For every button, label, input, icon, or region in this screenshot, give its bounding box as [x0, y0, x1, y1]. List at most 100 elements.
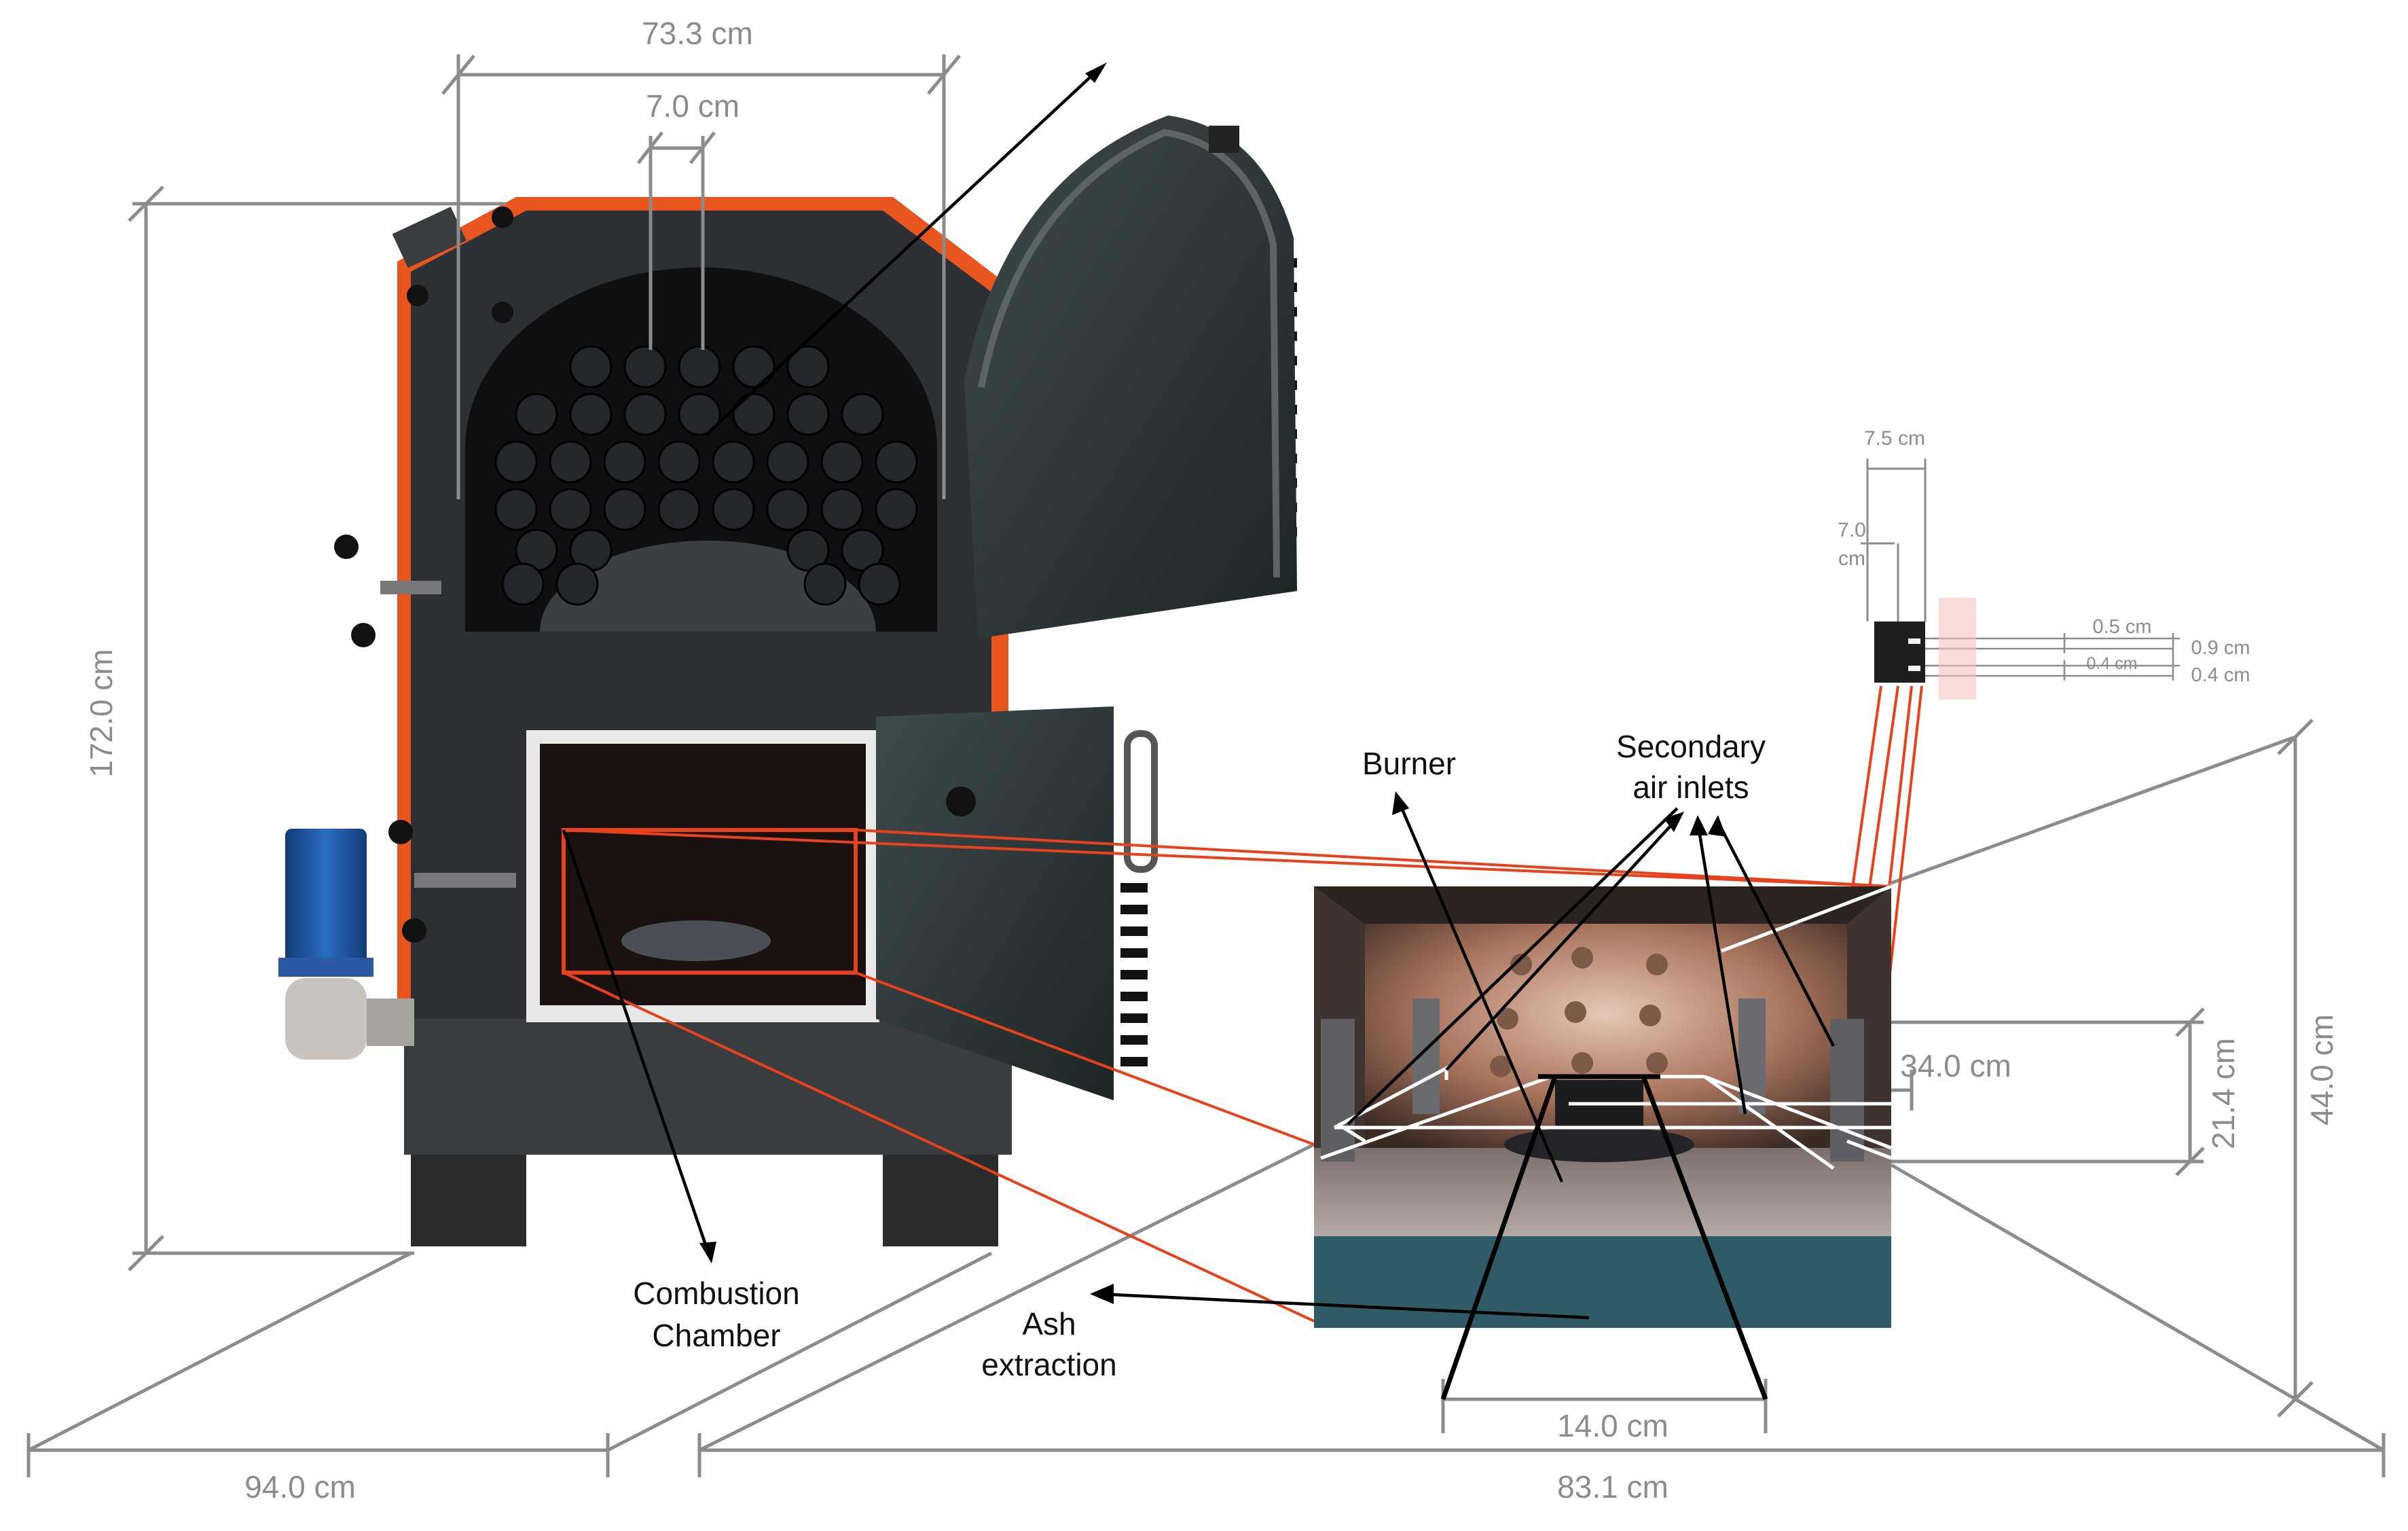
vent-flap: [392, 206, 467, 268]
fire-tube: [657, 488, 701, 531]
fire-tube: [549, 488, 592, 531]
dim-chamber-inner-height: 21.4 cm: [2206, 1038, 2241, 1149]
fire-tube: [766, 488, 809, 531]
fire-tube: [841, 393, 884, 436]
inset-bolts: [1490, 947, 1668, 1077]
dim-burner-width: 14.0 cm: [1557, 1408, 1668, 1443]
chamber-bolt: [1510, 954, 1532, 975]
valve-pipe: [367, 998, 414, 1046]
label-ash-1: Ash: [1022, 1306, 1076, 1341]
dimension-lines: [26, 54, 2386, 1477]
vent-slot: [1120, 1057, 1148, 1066]
fire-tube: [803, 562, 847, 606]
knob: [492, 206, 513, 228]
chamber-highlight: [562, 828, 858, 975]
dim-slot-b: 0.9 cm: [2191, 637, 2250, 659]
air-inlet-slot: [1908, 638, 1920, 644]
fire-tube: [875, 488, 918, 531]
valve-body: [285, 978, 367, 1060]
vent-slot: [1120, 883, 1148, 893]
knob: [402, 918, 426, 943]
burner-grate: [621, 920, 771, 961]
fire-tube: [501, 562, 545, 606]
chamber-bolt: [1497, 1008, 1518, 1030]
vent-slot: [1120, 948, 1148, 958]
boiler-leg-right: [883, 1148, 998, 1246]
inset-burner-plate: [1504, 1127, 1694, 1162]
fire-tube: [657, 440, 701, 484]
dimension-texts: 73.3 cm 7.0 cm 172.0 cm 94.0 cm 83.1 cm …: [84, 16, 2339, 1505]
label-secondary-air-2: air inlets: [1632, 770, 1749, 805]
knob: [388, 820, 413, 844]
fan-motor: [285, 829, 367, 965]
vent-slot: [1120, 992, 1148, 1001]
vent-slot: [1120, 1013, 1148, 1023]
fire-tube: [678, 393, 721, 436]
fire-tube: [678, 345, 721, 389]
air-inlet-tube: [1321, 1019, 1355, 1161]
air-inlet-tube: [1412, 998, 1440, 1114]
fire-tube: [786, 528, 830, 572]
door-handle: [414, 873, 516, 888]
fire-tube: [820, 440, 864, 484]
door-handle-bar: [1124, 730, 1158, 873]
label-ash-2: extraction: [981, 1347, 1116, 1382]
fire-tube: [555, 562, 599, 606]
dim-depth: 94.0 cm: [244, 1469, 356, 1505]
fire-tube: [623, 345, 667, 389]
motor-base: [278, 958, 373, 977]
knob: [407, 285, 428, 306]
upper-door: [964, 115, 1297, 638]
vent-slot: [1120, 926, 1148, 936]
fire-tube: [515, 393, 558, 436]
dim-chamber-width: 34.0 cm: [1900, 1048, 2011, 1083]
fire-tube: [603, 440, 646, 484]
fire-tube: [841, 528, 884, 572]
fire-tube: [766, 440, 809, 484]
fire-tube: [712, 440, 755, 484]
chamber-bolt: [1565, 1001, 1586, 1023]
dim-chamber-height: 44.0 cm: [2304, 1014, 2339, 1125]
annotation-arrows: [562, 62, 1836, 1401]
fire-tube: [786, 345, 830, 389]
chamber-bolt: [1646, 1052, 1668, 1074]
boiler-leg-left: [411, 1148, 526, 1246]
upper-door-seal: [978, 128, 1280, 578]
fire-tube: [549, 440, 592, 484]
air-inlet-detail: [1874, 622, 1925, 683]
fire-tube: [623, 393, 667, 436]
dim-slot-d: 0.4 cm: [2191, 664, 2250, 686]
chamber-bolt: [1490, 1056, 1512, 1077]
fire-tube: [820, 488, 864, 531]
fire-tube: [494, 488, 538, 531]
chamber-bolt: [1571, 1052, 1593, 1074]
vent-slot: [1120, 970, 1148, 979]
chamber-inset: [1314, 884, 1908, 1328]
dim-inlet-outer: 7.5 cm: [1864, 427, 1925, 450]
door-hinge: [1209, 126, 1239, 153]
inset-floor: [1314, 1148, 1891, 1236]
chamber-bolt: [1646, 954, 1668, 975]
fire-tubes: [494, 345, 918, 606]
callout-texts: Burner Secondary air inlets Combustion C…: [633, 729, 1766, 1382]
dim-top-width: 73.3 cm: [642, 16, 753, 51]
door-port: [946, 787, 976, 816]
chamber-bolt: [1639, 1005, 1661, 1026]
dim-inlet-inner-unit: cm: [1838, 547, 1865, 570]
dim-slot-c: 0.4 cm: [2086, 654, 2137, 673]
knob: [334, 535, 359, 559]
boiler-base: [404, 1019, 1012, 1155]
fire-tube: [712, 488, 755, 531]
label-secondary-air-1: Secondary: [1616, 729, 1766, 764]
combustion-door-opening: [540, 744, 866, 1005]
dim-chamber-depth: 83.1 cm: [1557, 1469, 1668, 1505]
fire-tube: [786, 393, 830, 436]
fire-tube: [603, 488, 646, 531]
dim-inlet-inner: 7.0: [1838, 519, 1866, 541]
air-inlet-tube: [1830, 1019, 1864, 1161]
label-burner: Burner: [1362, 746, 1456, 781]
inlet-shadow: [1939, 598, 1976, 700]
fire-tube: [569, 393, 613, 436]
